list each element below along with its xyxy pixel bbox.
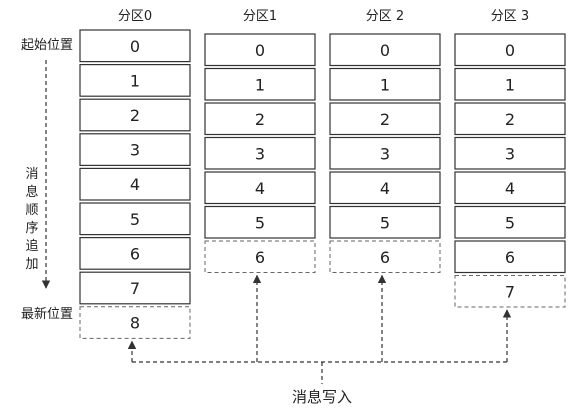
latest-position-label: 最新位置 [21, 306, 73, 322]
message-cell [454, 33, 566, 67]
message-offset: 3 [505, 144, 515, 163]
message-offset: 1 [505, 75, 515, 94]
next-write-offset: 6 [255, 248, 265, 267]
message-cell [79, 202, 191, 236]
message-cell [329, 102, 441, 136]
partition-header: 分区 3 [491, 9, 529, 24]
message-offset: 6 [505, 248, 515, 267]
message-cell [79, 133, 191, 167]
append-label-char: 追 [25, 238, 38, 254]
message-cell [204, 136, 316, 170]
append-label-char: 顺 [25, 203, 38, 218]
next-write-offset: 6 [380, 248, 390, 267]
message-offset: 4 [130, 175, 140, 194]
partition-2: 分区 2 0 1 2 3 4 5 6 [329, 9, 441, 273]
message-cell [79, 237, 191, 270]
message-offset: 3 [130, 141, 140, 160]
message-cell [79, 63, 191, 97]
partition-header: 分区 2 [366, 9, 404, 24]
next-write-offset: 8 [130, 314, 140, 333]
message-cell [204, 102, 316, 136]
message-offset: 2 [505, 110, 515, 129]
append-label-char: 息 [25, 184, 38, 200]
message-cell [79, 98, 191, 132]
message-cell [204, 33, 316, 67]
message-cell [329, 205, 441, 239]
partition-3: 分区 3 0 1 2 3 4 5 6 7 [454, 9, 566, 308]
append-label: 消 息 顺 序 追 加 [25, 167, 38, 272]
message-offset: 4 [505, 179, 515, 198]
message-offset: 3 [380, 144, 390, 163]
append-label-char: 消 [25, 167, 38, 182]
message-cell [454, 67, 566, 101]
message-offset: 7 [130, 279, 140, 298]
message-offset: 5 [130, 210, 140, 229]
message-offset: 2 [255, 110, 265, 129]
message-offset: 0 [130, 37, 140, 56]
message-offset: 1 [255, 75, 265, 94]
message-cell [329, 171, 441, 205]
next-write-cell [329, 240, 441, 273]
message-offset: 6 [130, 244, 140, 263]
message-offset: 4 [255, 179, 265, 198]
message-offset: 3 [255, 144, 265, 163]
partition-header: 分区1 [243, 9, 277, 24]
message-offset: 5 [380, 213, 390, 232]
message-offset: 0 [255, 41, 265, 60]
next-write-cell [204, 240, 316, 273]
append-label-char: 加 [25, 257, 38, 272]
append-label-char: 序 [25, 221, 38, 236]
message-cell [329, 33, 441, 67]
start-position-label: 起始位置 [21, 38, 73, 53]
message-cell [454, 205, 566, 239]
message-offset: 2 [130, 106, 140, 125]
message-cell [79, 167, 191, 201]
message-cell [204, 171, 316, 205]
message-offset: 0 [505, 41, 515, 60]
next-write-offset: 7 [505, 282, 515, 301]
message-cell [204, 67, 316, 101]
message-offset: 4 [380, 179, 390, 198]
message-offset: 0 [380, 41, 390, 60]
message-offset: 5 [505, 213, 515, 232]
write-arrows [127, 274, 512, 384]
message-write-label: 消息写入 [292, 388, 352, 406]
message-offset: 1 [130, 71, 140, 90]
next-write-cell [454, 275, 566, 308]
partition-0: 分区0 0 1 2 3 4 5 6 7 8 [79, 9, 191, 339]
message-cell [79, 29, 191, 63]
partition-1: 分区1 0 1 2 3 4 5 6 [204, 9, 316, 273]
next-write-cell [79, 306, 191, 339]
message-cell [79, 271, 191, 305]
message-cell [329, 136, 441, 170]
message-cell [454, 102, 566, 136]
message-offset: 2 [380, 110, 390, 129]
message-cell [329, 67, 441, 101]
message-cell [454, 240, 566, 274]
message-offset: 5 [255, 213, 265, 232]
partitions: 分区0 0 1 2 3 4 5 6 7 8 分区1 0 1 2 3 4 5 6 分区 2 0 1 2 3 4 5 6 分区 3 0 1 2… [79, 9, 566, 339]
message-cell [454, 136, 566, 170]
message-offset: 1 [380, 75, 390, 94]
message-cell [204, 205, 316, 239]
message-cell [454, 171, 566, 205]
partition-header: 分区0 [118, 9, 152, 24]
